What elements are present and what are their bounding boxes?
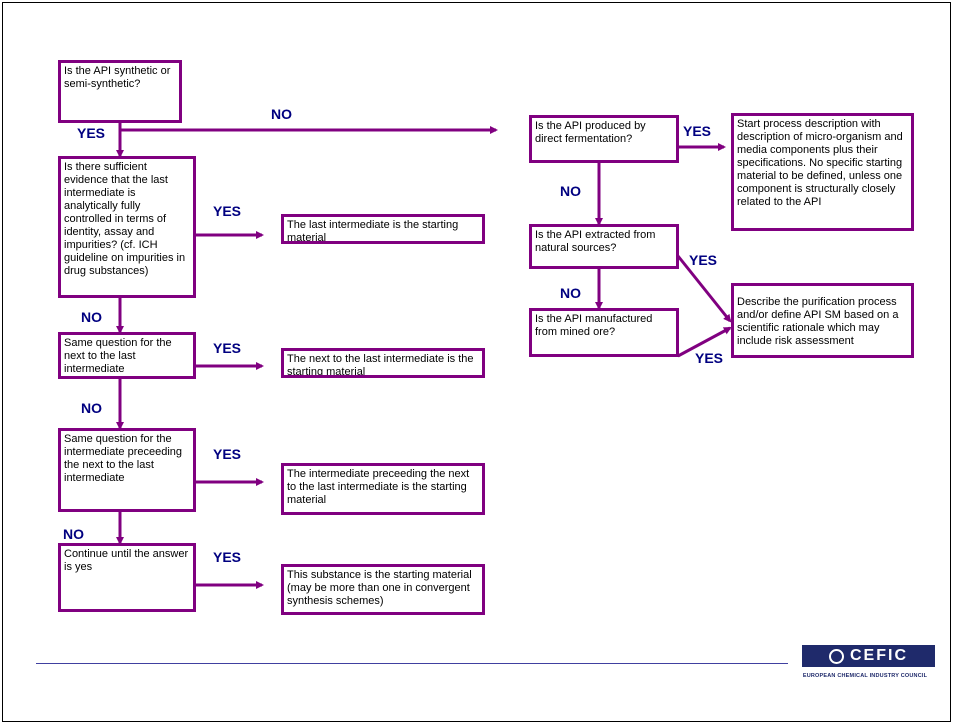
- label-yes-2: YES: [213, 203, 242, 219]
- question-extracted: Is the API extracted from natural source…: [529, 224, 679, 269]
- question-mined: Is the API manufactured from mined ore?: [529, 308, 679, 357]
- answer-next-intermediate: The next to the last intermediate is the…: [281, 348, 485, 378]
- question-continue: Continue until the answer is yes: [58, 543, 196, 612]
- label-no-2: NO: [81, 309, 102, 325]
- answer-purification: Describe the purification process and/or…: [731, 283, 914, 358]
- label-yes-1: YES: [77, 125, 106, 141]
- footer-divider: [36, 663, 788, 664]
- question-synthetic: Is the API synthetic or semi-synthetic?: [58, 60, 182, 123]
- label-no-4: NO: [63, 526, 84, 542]
- label-yes-5: YES: [213, 549, 242, 565]
- label-no-3: NO: [81, 400, 102, 416]
- answer-fermentation: Start process description with descripti…: [731, 113, 914, 231]
- label-yes-mined: YES: [695, 350, 724, 366]
- council-caption: EUROPEAN CHEMICAL INDUSTRY COUNCIL: [802, 673, 928, 679]
- logo-text: CEFIC: [850, 647, 908, 664]
- answer-preceeding-intermediate: The intermediate preceeding the next to …: [281, 463, 485, 515]
- question-same-preceeding: Same question for the intermediate prece…: [58, 428, 196, 512]
- label-yes-fermentation: YES: [683, 123, 712, 139]
- label-no-fermentation: NO: [560, 183, 581, 199]
- question-fermentation: Is the API produced by direct fermentati…: [529, 115, 679, 163]
- answer-last-intermediate: The last intermediate is the starting ma…: [281, 214, 485, 244]
- label-no-extracted: NO: [560, 285, 581, 301]
- cefic-emblem-icon: [829, 648, 844, 664]
- label-no-top: NO: [271, 106, 292, 122]
- arrow-yes-mined: [677, 326, 732, 358]
- label-yes-3: YES: [213, 340, 242, 356]
- question-evidence: Is there sufficient evidence that the la…: [58, 156, 196, 298]
- answer-substance: This substance is the starting material …: [281, 564, 485, 615]
- question-same-next: Same question for the next to the last i…: [58, 332, 196, 379]
- arrow-yes-extracted: [676, 255, 732, 323]
- label-yes-4: YES: [213, 446, 242, 462]
- label-yes-extracted: YES: [689, 252, 718, 268]
- cefic-logo: CEFIC: [802, 645, 935, 667]
